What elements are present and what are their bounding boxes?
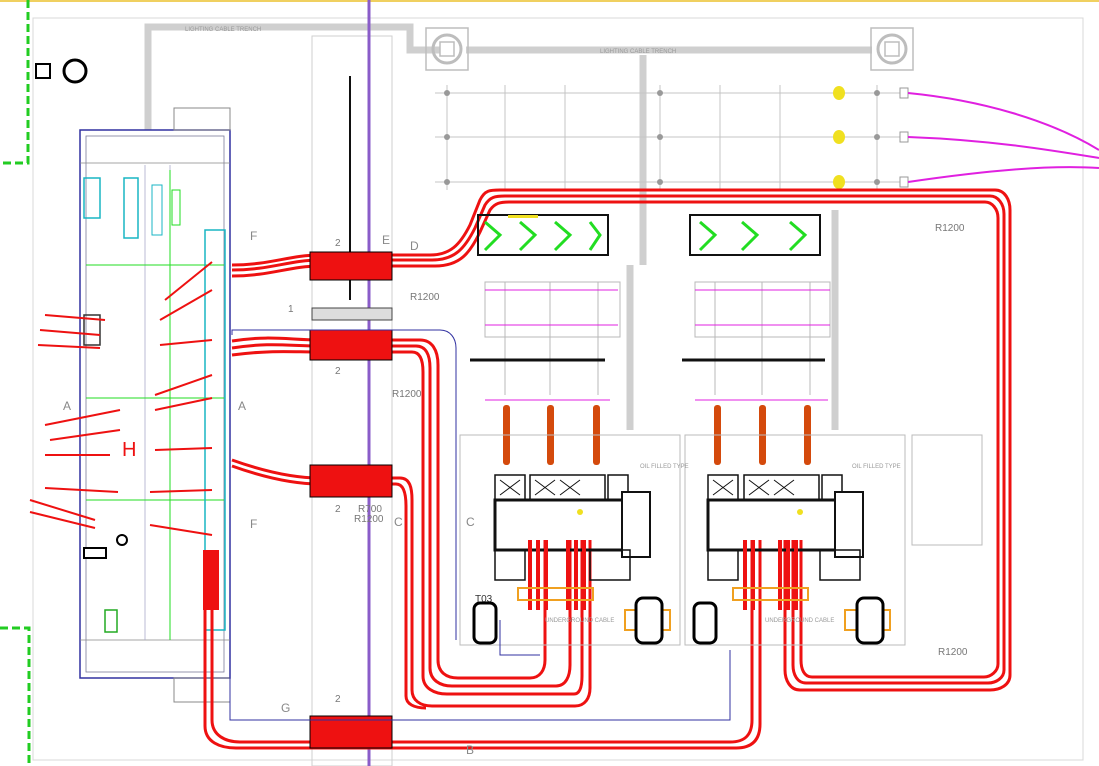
section-a-left: A <box>63 399 71 413</box>
lighting-tower-right <box>870 27 914 71</box>
label-transformer-right: OIL FILLED TYPE <box>852 464 901 470</box>
section-f-top: F <box>250 229 257 243</box>
line-entry-boxes <box>899 87 909 188</box>
num-2d: 2 <box>335 694 341 705</box>
transformer-cable-drops <box>528 540 798 610</box>
section-g: G <box>281 701 290 715</box>
section-c-right: C <box>466 515 475 529</box>
circle-icon <box>62 58 88 84</box>
section-e: E <box>382 233 390 247</box>
label-r1200-a: R1200 <box>410 292 440 303</box>
bus-bay-right <box>689 214 821 256</box>
label-underground-right: UNDERGROUND CABLE <box>765 618 834 624</box>
control-building <box>79 107 231 703</box>
site-boundary-left-bottom <box>0 626 31 766</box>
cable-duct-band <box>311 35 393 766</box>
bus-lines-magenta <box>485 289 830 401</box>
label-underground-left: UNDERGROUND CABLE <box>545 618 614 624</box>
label-transformer-left: OIL FILLED TYPE <box>640 464 689 470</box>
label-t03: T03 <box>475 594 493 605</box>
section-d: D <box>410 239 419 253</box>
bay-numbers: 1 2 2 2 2 <box>288 238 341 705</box>
label-r1200-b: R1200 <box>392 389 422 400</box>
power-cables <box>203 188 1012 750</box>
blue-conduits <box>229 329 731 721</box>
line-traps <box>833 86 845 189</box>
trench-label-top: LIGHTING CABLE TRENCH <box>185 27 261 33</box>
duct-crossing <box>311 307 393 321</box>
section-f-bottom: F <box>250 517 257 531</box>
section-b: B <box>466 743 474 757</box>
section-c-left: C <box>394 515 403 529</box>
gantry-insulators <box>444 90 880 185</box>
drawing-frame <box>32 17 1084 761</box>
label-r700: R700 <box>358 504 382 515</box>
label-r1200-e: R1200 <box>938 647 968 658</box>
section-markers: A A F F G C C D E B <box>63 229 475 757</box>
section-a-right: A <box>238 399 246 413</box>
gantry-grid <box>435 85 905 190</box>
incoming-overhead-lines <box>907 92 1099 183</box>
num-2a: 2 <box>335 238 341 249</box>
lighting-cable-trench <box>144 23 872 430</box>
transformer-left <box>493 474 651 581</box>
building-cable-stubs <box>29 261 213 536</box>
transformer-details <box>577 509 803 515</box>
label-r1200-c: R1200 <box>354 514 384 525</box>
cable-riser <box>203 550 219 610</box>
small-square-icon <box>35 63 51 79</box>
note-labels: OIL FILLED TYPE OIL FILLED TYPE UNDERGRO… <box>545 464 901 624</box>
site-boundary-left-top <box>0 0 30 165</box>
transformer-right <box>706 474 864 581</box>
aux-transformers <box>472 596 885 645</box>
switchgear-bays <box>484 281 831 395</box>
lighting-tower-left <box>425 27 469 71</box>
label-r1200-d: R1200 <box>935 223 965 234</box>
cable-bundle-boxes <box>309 251 393 749</box>
h-mark: H <box>122 439 136 461</box>
num-2b: 2 <box>335 366 341 377</box>
num-2c: 2 <box>335 504 341 515</box>
bus-bay-left <box>477 214 609 256</box>
transformer-enclosures <box>459 434 983 646</box>
dimension-labels: R1200 R1200 R700 R1200 R1200 R1200 T03 <box>354 223 968 658</box>
num-1: 1 <box>288 304 294 315</box>
trench-label-mid: LIGHTING CABLE TRENCH <box>600 49 676 55</box>
